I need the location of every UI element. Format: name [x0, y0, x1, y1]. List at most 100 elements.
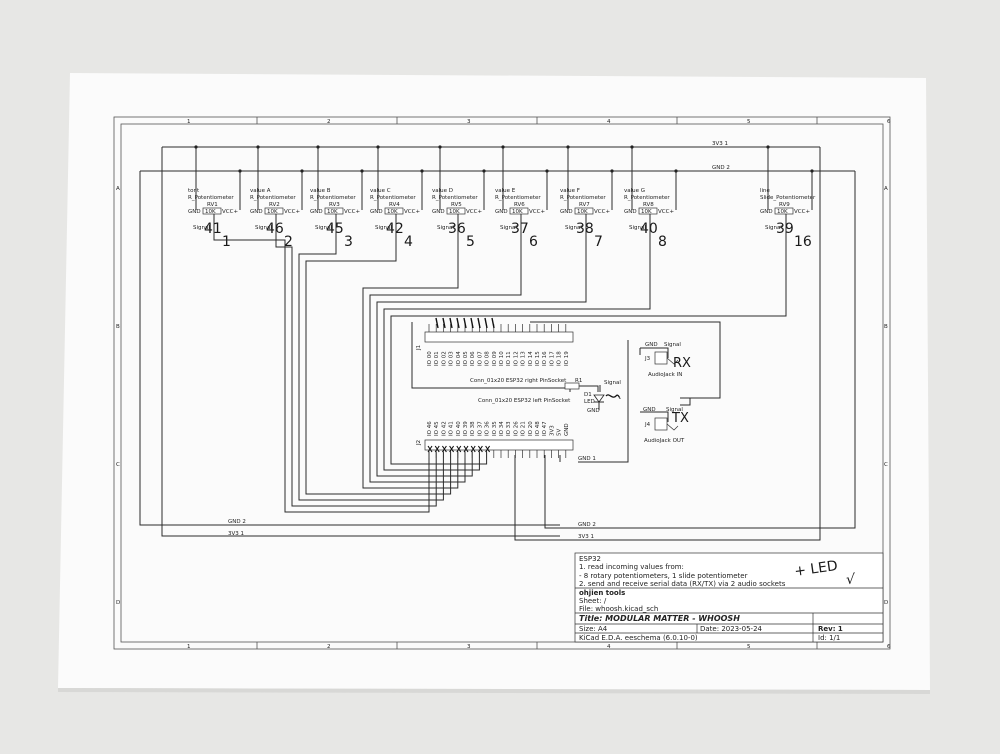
- pot-label: value C: [370, 188, 391, 194]
- pot-signal: Signal: [437, 225, 454, 231]
- jack-out-gnd: GND: [643, 407, 656, 413]
- connector-pin-label: IO 07: [477, 351, 483, 366]
- pot-value: 10K: [205, 209, 216, 215]
- paper-shadow: [58, 688, 930, 694]
- pot-body: [774, 207, 794, 215]
- hand-x-mark: [434, 445, 440, 453]
- handwritten-check: √: [846, 572, 855, 588]
- connector-pin-label: IO 45: [434, 421, 440, 436]
- jack-in-ref: J3: [644, 356, 651, 362]
- led-circuit: R1 Signal D1 LED GND: [564, 378, 621, 414]
- pot-ref: RV3: [329, 202, 340, 208]
- tb-desc1: 1. read incoming values from:: [579, 563, 684, 571]
- pot-num-hand: 5: [466, 234, 475, 250]
- pot-ref: RV1: [207, 202, 218, 208]
- pot-type: R_Potentiometer: [310, 195, 356, 201]
- pot-vcc: VCC+: [222, 209, 238, 215]
- pot-num-hand: 7: [594, 234, 603, 250]
- net-gnd-bottom: GND 2: [228, 519, 246, 525]
- pot-pin-hand: 42: [386, 221, 404, 237]
- connector-pin-label: IO 09: [492, 351, 498, 366]
- connector-pin-label: GND: [564, 423, 570, 436]
- pot-pin-hand: 40: [640, 221, 658, 237]
- frame-col-bottom: 4: [607, 644, 611, 650]
- connector-pin-label: IO 11: [506, 351, 512, 366]
- pot-num-hand: 6: [529, 234, 538, 250]
- pot-num-hand: 1: [222, 234, 231, 250]
- connector-pin-label: IO 12: [513, 351, 519, 366]
- tb-file: File: whoosh.kicad_sch: [579, 605, 658, 613]
- j2-name: Conn_01x20 ESP32 left PinSocket: [478, 398, 571, 404]
- pot-vcc: VCC+: [529, 209, 545, 215]
- tb-date: Date: 2023-05-24: [700, 625, 763, 633]
- connector-pin-label: IO 15: [535, 351, 541, 366]
- frame-col-top: 5: [747, 119, 751, 125]
- tb-company: ohjien tools: [579, 589, 625, 597]
- pot-gnd: GND: [370, 209, 383, 215]
- connector-pin-label: IO 37: [477, 421, 483, 436]
- pot-ref: RV9: [779, 202, 790, 208]
- pot-gnd: GND: [188, 209, 201, 215]
- connector-pin-label: IO 04: [456, 351, 462, 366]
- connector-pin-label: IO 14: [528, 351, 534, 366]
- frame-col-bottom: 5: [747, 644, 751, 650]
- j1-ref: J1: [416, 345, 422, 351]
- resistor-ref: R1: [575, 378, 582, 384]
- connector-pin-label: IO 16: [542, 351, 548, 366]
- connector-pin-label: 3V3: [549, 425, 555, 436]
- connector-pin-label: IO 41: [449, 421, 455, 436]
- signal-wire: [376, 214, 587, 477]
- net-gnd-top: GND 2: [712, 165, 730, 171]
- pot-vcc: VCC+: [344, 209, 360, 215]
- connector-pin-label: IO 33: [506, 421, 512, 436]
- signal-wire: [298, 214, 444, 501]
- jack-out-signal: Signal: [666, 407, 683, 413]
- audio-jack-in: GND Signal J3 AudioJack IN RX: [627, 340, 691, 420]
- pot-type: R_Potentiometer: [370, 195, 416, 201]
- jack-in-note: RX: [673, 356, 691, 371]
- connector-pin-label: IO 35: [492, 421, 498, 436]
- tb-kicad: KiCad E.D.A. eeschema (6.0.10-0): [579, 634, 698, 642]
- connector-pin-label: IO 13: [521, 351, 527, 366]
- connector-pin-label: IO 06: [470, 351, 476, 366]
- hand-x-mark: [441, 445, 447, 453]
- pot-value: 10K: [777, 209, 788, 215]
- hand-x-mark: [427, 445, 433, 453]
- frame-col-top: 1: [187, 119, 191, 125]
- signal-wire: [275, 214, 437, 507]
- frame-row-right: B: [884, 324, 888, 330]
- pot-ref: RV6: [514, 202, 525, 208]
- signal-wire: [383, 214, 651, 471]
- connector-pin-label: IO 47: [542, 421, 548, 436]
- pot-value: 10K: [577, 209, 588, 215]
- pot-num-hand: 2: [284, 234, 293, 250]
- pot-pin-hand: 38: [576, 221, 594, 237]
- pot-num-hand: 8: [658, 234, 667, 250]
- led-hand-mark: [605, 394, 621, 399]
- pot-body: [202, 207, 222, 215]
- signal-wire: [305, 214, 452, 495]
- side-rails: GND 2 3V3 1 GND 2 3V3 1: [139, 147, 856, 541]
- hand-mark: [491, 317, 495, 329]
- frame-col-bottom: 2: [327, 644, 331, 650]
- tb-desc2: - 8 rotary potentiometers, 1 slide poten…: [579, 572, 748, 580]
- jack-out-note: TX: [671, 411, 689, 426]
- pot-label: line: [760, 188, 771, 194]
- pot-signal: Signal: [255, 225, 272, 231]
- hand-x-mark: [477, 445, 483, 453]
- connector-pin-label: IO 42: [441, 421, 447, 436]
- frame-row-left: C: [116, 462, 120, 468]
- connector-pin-label: IO 36: [485, 421, 491, 436]
- tb-rev: Rev: 1: [818, 625, 843, 633]
- connector-pin-label: IO 39: [463, 421, 469, 436]
- signal-wire: [390, 214, 787, 465]
- frame-col-bottom: 3: [467, 644, 471, 650]
